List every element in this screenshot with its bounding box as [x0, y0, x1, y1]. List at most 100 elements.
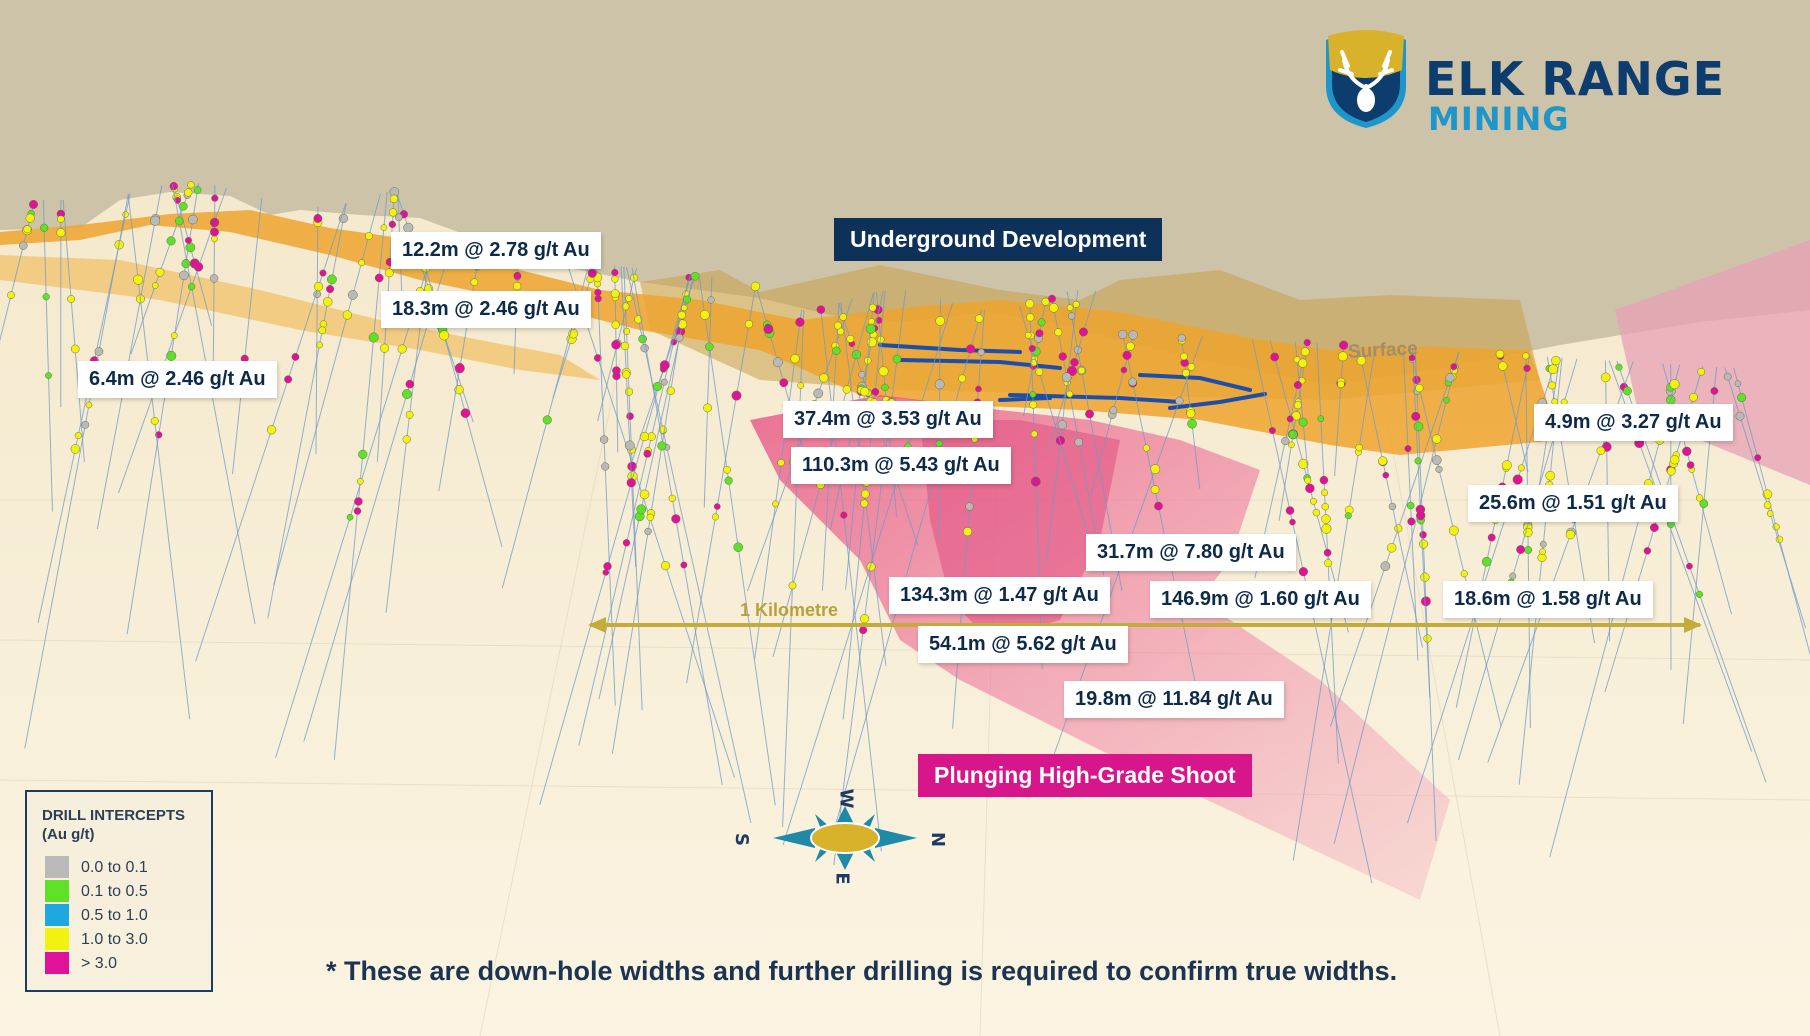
assay-interval-dot [1432, 434, 1442, 444]
drill-hole-trace [273, 193, 381, 586]
assay-interval-dot [1666, 466, 1676, 476]
assay-interval-dot [1041, 297, 1050, 306]
assay-interval-dot [29, 199, 38, 209]
assay-interval-dot [122, 211, 129, 218]
assay-interval-dot [788, 581, 797, 590]
assay-interval-dot [1057, 420, 1067, 430]
assay-interval-dot [397, 344, 407, 354]
assay-interval-dot [958, 374, 967, 383]
assay-interval-dot [85, 401, 93, 409]
drill-hole-trace [24, 194, 129, 749]
assay-interval-dot [327, 274, 337, 285]
assay-interval-dot [1025, 299, 1035, 309]
assay-interval-dot [660, 378, 668, 386]
assay-interval-dot [460, 408, 471, 418]
assay-interval-dot [150, 417, 159, 425]
plunging-shoot-banner: Plunging High-Grade Shoot [918, 754, 1252, 797]
drill-hole-trace [782, 303, 954, 846]
assay-interval-dot [625, 295, 633, 302]
assay-interval-dot [1339, 340, 1349, 350]
assay-interval-dot [1487, 533, 1496, 542]
assay-interval-dot [744, 319, 754, 329]
intercept-callout: 18.6m @ 1.58 g/t Au [1443, 581, 1653, 618]
assay-interval-dot [1321, 523, 1332, 534]
assay-interval-dot [319, 320, 328, 328]
assay-interval-dot [1061, 372, 1072, 383]
assay-interval-dot [699, 309, 710, 320]
assay-interval-dot [439, 330, 450, 341]
assay-interval-dot [405, 379, 415, 389]
assay-interval-dot [764, 323, 772, 331]
assay-interval-dot [209, 274, 219, 283]
legend-title: DRILL INTERCEPTS (Au g/t) [42, 807, 186, 843]
assay-interval-dot [70, 344, 80, 354]
assay-interval-dot [1419, 531, 1427, 539]
assay-interval-dot [795, 317, 805, 327]
assay-interval-dot [773, 357, 783, 368]
assay-interval-dot [1723, 372, 1732, 381]
assay-interval-dot [611, 339, 621, 350]
assay-interval-dot [1037, 318, 1046, 327]
assay-interval-dot [170, 332, 178, 339]
assay-interval-dot [187, 283, 196, 291]
assay-interval-dot [816, 305, 826, 314]
assay-interval-dot [587, 268, 597, 278]
assay-interval-dot [185, 242, 196, 253]
intercept-callout: 25.6m @ 1.51 g/t Au [1468, 485, 1678, 522]
assay-interval-dot [1072, 300, 1080, 308]
assay-interval-dot [1380, 561, 1391, 571]
assay-interval-dot [211, 194, 219, 202]
assay-interval-dot [1024, 331, 1032, 339]
drill-hole-trace [171, 183, 256, 625]
assay-interval-dot [1754, 454, 1762, 462]
assay-interval-dot [1321, 502, 1329, 511]
compass-east-label: E [831, 872, 853, 885]
assay-interval-dot [166, 236, 176, 246]
assay-interval-dot [1418, 539, 1429, 549]
assay-interval-dot [1048, 303, 1059, 313]
assay-interval-dot [1077, 366, 1086, 375]
drill-hole-trace [172, 183, 213, 326]
assay-interval-dot [1421, 596, 1431, 607]
assay-interval-dot [454, 363, 465, 374]
assay-interval-dot [871, 387, 880, 396]
assay-interval-dot [865, 323, 876, 334]
assay-interval-dot [680, 561, 688, 569]
assay-interval-dot [326, 285, 335, 294]
assay-interval-dot [1323, 548, 1332, 557]
assay-interval-dot [1035, 367, 1044, 376]
assay-interval-dot [512, 281, 522, 291]
assay-interval-dot [174, 216, 184, 226]
assay-interval-dot [705, 342, 714, 351]
legend-swatch [45, 904, 69, 926]
assay-interval-dot [1187, 418, 1197, 429]
assay-interval-dot [1058, 352, 1067, 361]
drill-hole-trace [835, 309, 983, 824]
drill-hole-trace [62, 199, 85, 462]
assay-interval-dot [1298, 358, 1308, 368]
assay-interval-dot [1443, 396, 1450, 404]
assay-interval-dot [644, 527, 652, 536]
assay-interval-dot [179, 270, 189, 281]
assay-interval-dot [211, 235, 218, 243]
assay-interval-dot [1682, 446, 1692, 456]
assay-interval-dot [542, 415, 552, 425]
assay-interval-dot [703, 403, 712, 413]
assay-interval-dot [594, 288, 602, 297]
assay-interval-dot [184, 188, 193, 197]
assay-interval-dot [612, 371, 621, 381]
assay-interval-dot [892, 354, 902, 364]
assay-interval-dot [1516, 545, 1525, 554]
assay-interval-dot [626, 412, 634, 420]
drill-hole-trace [596, 263, 616, 706]
intercept-callout: 54.1m @ 5.62 g/t Au [918, 626, 1128, 663]
assay-interval-dot [166, 350, 177, 361]
assay-interval-dot [384, 268, 394, 278]
assay-interval-dot [832, 346, 841, 356]
assay-interval-dot [1177, 333, 1186, 343]
scale-bar-label: 1 Kilometre [740, 600, 839, 620]
intercept-callout: 134.3m @ 1.47 g/t Au [889, 577, 1110, 614]
drill-hole-trace [333, 191, 388, 760]
drill-hole-trace [620, 266, 637, 568]
assay-interval-dot [819, 373, 829, 383]
